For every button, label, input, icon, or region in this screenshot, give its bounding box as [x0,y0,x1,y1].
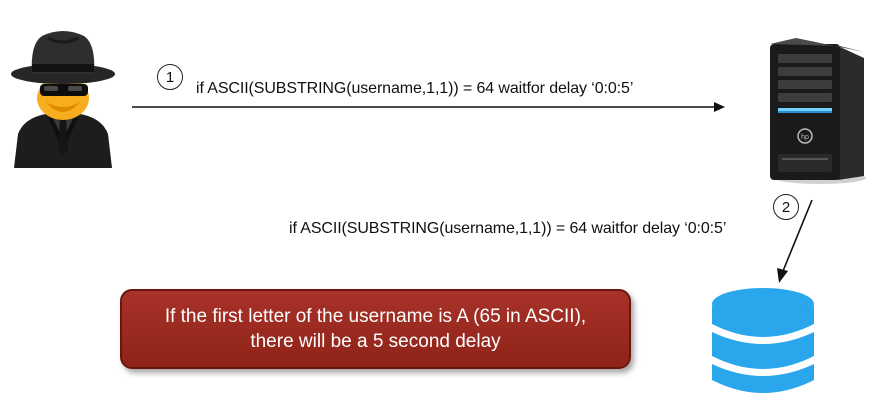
step-2-query: if ASCII(SUBSTRING(username,1,1)) = 64 w… [289,220,727,237]
explanation-note: If the first letter of the username is A… [120,289,631,369]
step-2-number: 2 [781,198,791,216]
database-icon [712,288,814,393]
step-2-marker: 2 [773,194,799,220]
svg-text:hp: hp [801,134,809,141]
step-1-marker: 1 [157,64,183,90]
request-arrow [132,102,725,112]
database-query-arrow [777,199,813,283]
step-1-number: 1 [165,68,175,86]
server-tower-icon: hp [770,38,866,184]
hacker-icon [11,31,115,168]
step-1-query: if ASCII(SUBSTRING(username,1,1)) = 64 w… [196,80,634,97]
explanation-line-2: there will be a 5 second delay [250,331,501,352]
explanation-line-1: If the first letter of the username is A… [164,306,587,327]
